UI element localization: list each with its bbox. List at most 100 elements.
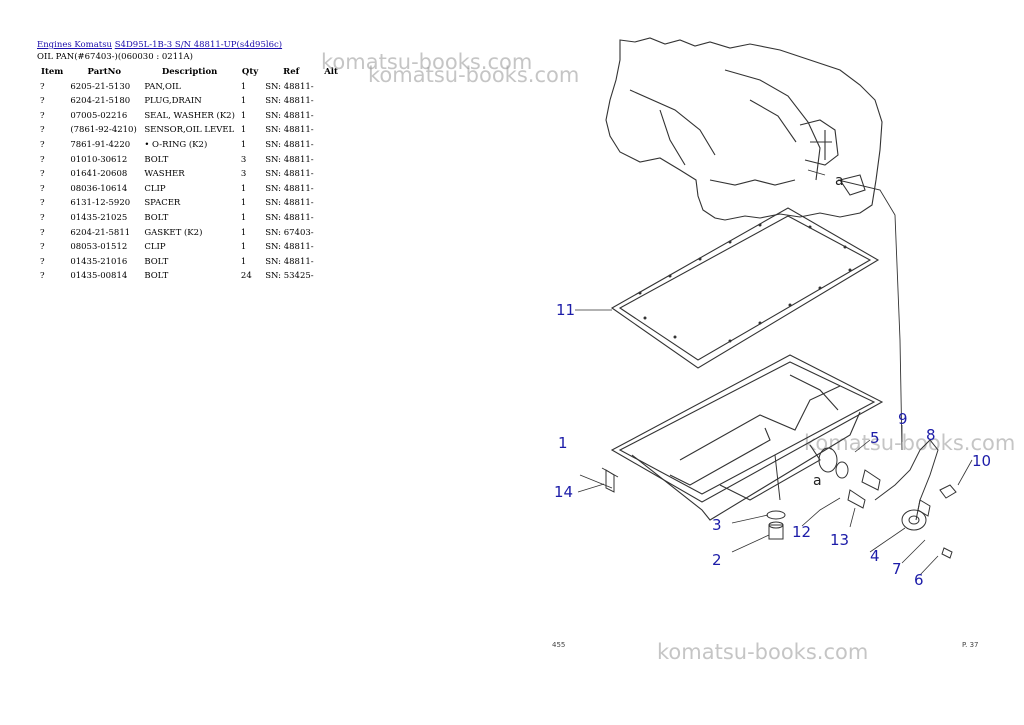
breadcrumb: Engines Komatsu S4D95L-1B-3 S/N 48811-UP… <box>37 40 282 50</box>
cell-alt <box>320 80 342 95</box>
callout-4: 4 <box>870 547 880 565</box>
cell-ref: SN: 48811- <box>265 256 314 267</box>
header-alt: Alt <box>324 67 338 77</box>
cell-ref: SN: 48811- <box>265 125 314 136</box>
callout-8: 8 <box>926 426 936 444</box>
leader-lines <box>575 309 973 576</box>
cell-ref: SN: 67403- <box>265 227 314 238</box>
cell-description: SEAL, WASHER (K2) <box>144 110 235 121</box>
cell-item: ? <box>40 198 45 209</box>
callout-6: 6 <box>914 571 924 589</box>
cell-partno: 01435-21016 <box>70 256 128 267</box>
cell-qty: 1 <box>240 212 247 223</box>
cell-ref: SN: 48811- <box>265 183 314 194</box>
cell-description: SPACER <box>144 198 181 209</box>
cell-item: ? <box>40 154 45 165</box>
callout-5: 5 <box>870 429 880 447</box>
cell-alt <box>320 123 342 138</box>
watermark: komatsu-books.com <box>368 63 580 87</box>
callout-10: 10 <box>972 452 991 470</box>
cell-description: PAN,OIL <box>144 81 181 92</box>
cell-description: WASHER <box>144 169 185 180</box>
cell-qty: 3 <box>240 169 247 180</box>
cell-qty: 1 <box>240 110 247 121</box>
cell-partno: 6205-21-5130 <box>70 81 131 92</box>
cell-ref: SN: 48811- <box>265 198 314 209</box>
cell-partno: 7861-91-4220 <box>70 139 131 150</box>
cell-description: • O-RING (K2) <box>144 139 208 150</box>
cell-partno: 01010-30612 <box>70 154 128 165</box>
cell-description: GASKET (K2) <box>144 227 203 238</box>
callout-12: 12 <box>792 523 811 541</box>
header-partno: PartNo <box>87 67 122 77</box>
cell-partno: 6204-21-5180 <box>70 96 131 107</box>
cell-qty: 1 <box>240 198 247 209</box>
table-row: ? 6131-12-5920 SPACER 1 SN: 48811- <box>37 196 342 211</box>
cell-ref: SN: 48811- <box>265 139 314 150</box>
cell-item: ? <box>40 183 45 194</box>
header-item: Item <box>41 67 64 77</box>
cell-qty: 1 <box>240 139 247 150</box>
cell-description: BOLT <box>144 256 169 267</box>
cell-alt <box>320 153 342 168</box>
section-title: OIL PAN(#67403-)(060030 : 0211A) <box>37 52 193 62</box>
cell-alt <box>320 240 342 255</box>
callout-13: 13 <box>830 531 849 549</box>
cell-alt <box>320 109 342 124</box>
cell-description: SENSOR,OIL LEVEL <box>144 125 235 136</box>
cell-alt <box>320 182 342 197</box>
cell-description: CLIP <box>144 242 166 253</box>
cell-item: ? <box>40 227 45 238</box>
cell-ref: SN: 53425- <box>265 271 314 282</box>
watermark: komatsu-books.com <box>657 640 869 664</box>
watermark: komatsu-books.com <box>321 50 533 74</box>
page-footer-right: P. 37 <box>962 641 979 649</box>
gasket-outline <box>610 207 880 369</box>
cell-item: ? <box>40 96 45 107</box>
cell-item: ? <box>40 139 45 150</box>
callout-14: 14 <box>554 483 573 501</box>
callout-7: 7 <box>892 560 902 578</box>
cell-partno: 6131-12-5920 <box>70 198 131 209</box>
cell-partno: (7861-92-4210) <box>70 125 137 136</box>
cell-item: ? <box>40 256 45 267</box>
cell-description: CLIP <box>144 183 166 194</box>
header-description: Description <box>161 67 218 77</box>
gasket-bolt-holes <box>638 223 852 343</box>
cell-alt <box>320 255 342 270</box>
cell-alt <box>320 211 342 226</box>
cell-qty: 24 <box>240 271 252 282</box>
callout-3: 3 <box>712 516 722 534</box>
cell-item: ? <box>40 81 45 92</box>
breadcrumb-link-engines[interactable]: Engines Komatsu <box>37 40 113 50</box>
cell-description: BOLT <box>144 154 169 165</box>
page-footer-left: 455 <box>552 641 566 649</box>
cell-alt <box>320 94 342 109</box>
cell-ref: SN: 48811- <box>265 212 314 223</box>
cell-item: ? <box>40 212 45 223</box>
cell-alt <box>320 138 342 153</box>
leader-a-top <box>807 169 826 176</box>
breadcrumb-link-model[interactable]: S4D95L-1B-3 S/N 48811-UP(s4d95l6c) <box>114 40 283 50</box>
cell-item: ? <box>40 110 45 121</box>
cell-description: BOLT <box>144 271 169 282</box>
cell-ref: SN: 48811- <box>265 242 314 253</box>
watermark: komatsu-books.com <box>804 431 1016 455</box>
callout-2: 2 <box>712 551 722 569</box>
cell-ref: SN: 48811- <box>265 169 314 180</box>
drain-plug-assembly <box>766 454 786 540</box>
callout-11: 11 <box>556 301 575 319</box>
cell-qty: 1 <box>240 81 247 92</box>
